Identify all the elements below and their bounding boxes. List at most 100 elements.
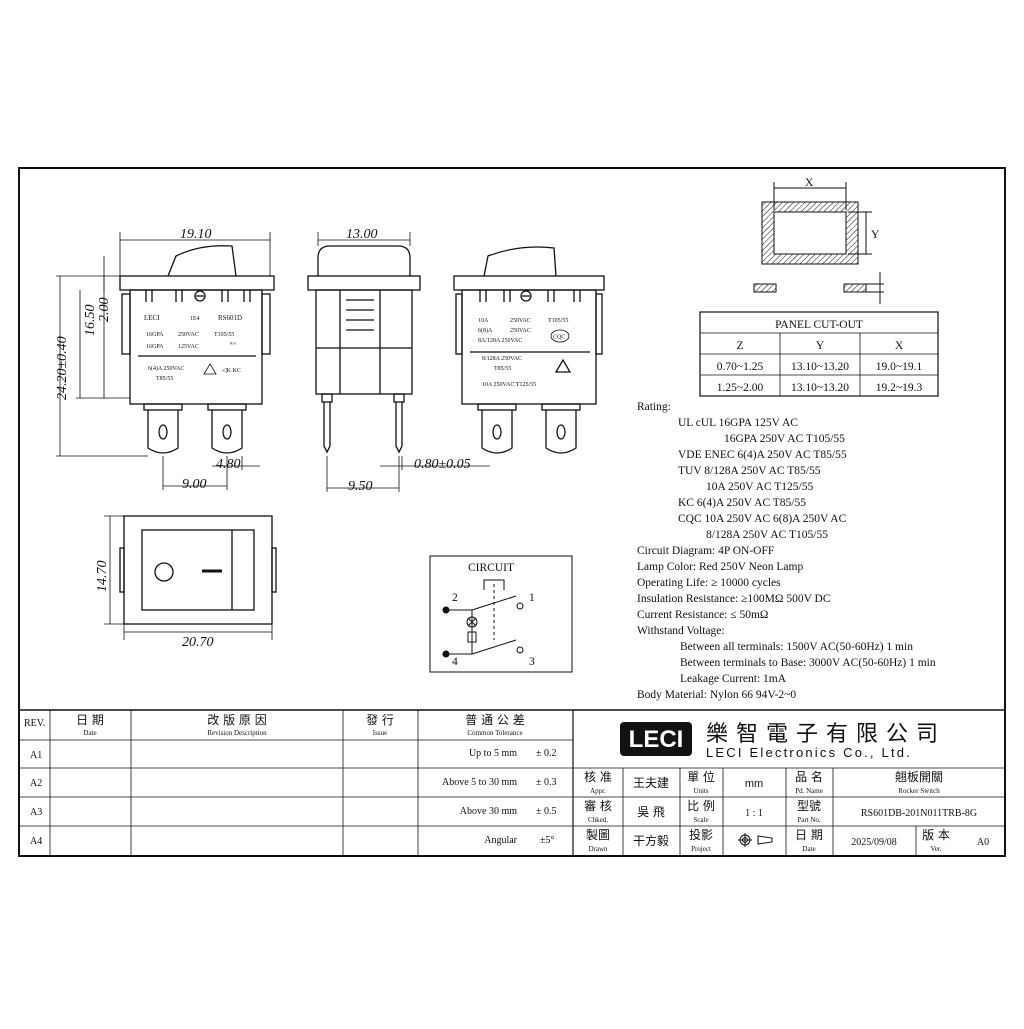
terminal-2: 2 bbox=[452, 592, 458, 604]
tolerance-label: Above 30 mm bbox=[460, 806, 517, 817]
panel-table-title: PANEL CUT-OUT bbox=[775, 319, 863, 331]
dim-13-00: 13.00 bbox=[346, 227, 378, 242]
panel-header-z: Z bbox=[736, 340, 743, 352]
tolerance-header-cn: 普 通 公 差 bbox=[465, 713, 524, 727]
front-l3: 6(4)A 250VAC bbox=[148, 365, 184, 372]
dim-9-00: 9.00 bbox=[182, 477, 207, 492]
tolerance-value: ± 0.2 bbox=[536, 748, 557, 759]
dim-9-50: 9.50 bbox=[348, 479, 373, 494]
units-value: mm bbox=[745, 778, 763, 790]
spec-line: 8/128A 250V AC T105/55 bbox=[706, 529, 828, 541]
spec-line: Insulation Resistance: ≥100MΩ 500V DC bbox=[637, 593, 831, 605]
back-l5: 8/128A 250VAC bbox=[482, 356, 522, 362]
dim-0-80: 0.80±0.05 bbox=[414, 457, 471, 472]
front-code: 1E4 bbox=[190, 316, 200, 322]
panel-cell: 13.10~13.20 bbox=[791, 361, 849, 373]
title-block-grid bbox=[19, 709, 1005, 856]
rev-row: A4 bbox=[30, 836, 42, 847]
spec-line: Lamp Color: Red 250V Neon Lamp bbox=[637, 561, 803, 573]
company-name-cn: 樂智電子有限公司 bbox=[706, 722, 946, 747]
appr-name: 王夫建 bbox=[633, 776, 669, 790]
back-l4: CQC bbox=[553, 335, 565, 341]
partno-label-en: Part No. bbox=[797, 816, 821, 824]
appr-label-en: Appr. bbox=[590, 787, 606, 795]
spec-line: CQC 10A 250V AC 6(8)A 250V AC bbox=[678, 513, 847, 525]
tolerance-label: Up to 5 mm bbox=[469, 748, 517, 759]
back-l6: T85/55 bbox=[494, 366, 511, 372]
back-l1b: 250VAC bbox=[510, 318, 531, 324]
side-view bbox=[307, 245, 421, 454]
panel-table bbox=[699, 311, 939, 397]
ver-label-cn: 版 本 bbox=[922, 828, 950, 842]
terminal-3: 3 bbox=[529, 656, 535, 668]
side-dim-lines bbox=[317, 232, 490, 492]
issue-header-en: Issue bbox=[373, 729, 387, 737]
panel-header-x: X bbox=[895, 340, 904, 352]
front-l2b: 125VAC bbox=[178, 344, 199, 350]
front-l1a: 16GPA bbox=[146, 332, 164, 338]
projection-symbol-icon bbox=[738, 833, 773, 847]
date2-label-en: Date bbox=[802, 845, 815, 853]
panel-cell: 1.25~2.00 bbox=[717, 382, 764, 394]
spec-line: Withstand Voltage: bbox=[637, 625, 725, 637]
dim-16-50: 16.50 bbox=[83, 305, 98, 337]
date-header-en: Date bbox=[83, 729, 96, 737]
rev-label: REV. bbox=[24, 718, 45, 729]
spec-line: Rating: bbox=[637, 401, 671, 413]
front-brand: LECI bbox=[144, 314, 160, 322]
date2-value: 2025/09/08 bbox=[851, 837, 897, 848]
partno-value: RS601DB-201N011TRB-8G bbox=[861, 808, 977, 819]
panel-cutout-diagram bbox=[753, 182, 884, 304]
revdesc-header-en: Revision Description bbox=[207, 729, 267, 737]
warning-triangle-icon bbox=[203, 363, 217, 375]
rev-row: A2 bbox=[30, 778, 42, 789]
scale-value: 1 : 1 bbox=[745, 808, 763, 819]
spec-line: Current Resistance: ≤ 50mΩ bbox=[637, 609, 768, 621]
specifications: Rating: UL cUL 16GPA 125V AC 16GPA 250V … bbox=[637, 401, 936, 701]
dim-19-10: 19.10 bbox=[180, 227, 212, 242]
back-view bbox=[453, 246, 605, 454]
back-l3: 8A/128A 250VAC bbox=[478, 338, 522, 344]
spec-line: TUV 8/128A 250V AC T85/55 bbox=[678, 465, 821, 477]
drawn-name: 干方毅 bbox=[633, 833, 669, 848]
circuit-title: CIRCUIT bbox=[468, 562, 514, 574]
terminal-4: 4 bbox=[452, 656, 458, 668]
rev-row: A1 bbox=[30, 750, 42, 761]
panel-header-y: Y bbox=[816, 340, 825, 352]
chkd-name: 吳 飛 bbox=[637, 805, 665, 819]
terminal-1: 1 bbox=[529, 592, 535, 604]
partno-label-cn: 型號 bbox=[797, 799, 821, 813]
tolerance-value: ± 0.3 bbox=[536, 777, 557, 788]
back-l2a: 6(8)A bbox=[478, 327, 493, 334]
appr-label-cn: 核 准 bbox=[584, 770, 612, 784]
scale-label-cn: 比 例 bbox=[687, 799, 715, 813]
panel-cell: 19.0~19.1 bbox=[876, 361, 923, 373]
tolerance-value: ± 0.5 bbox=[536, 806, 557, 817]
circuit-diagram bbox=[429, 555, 573, 673]
ul-mark-icon: ᴿᵁˢ bbox=[230, 342, 237, 348]
tolerance-value: ±5° bbox=[540, 835, 555, 846]
chkd-label-cn: 審 核 bbox=[584, 798, 612, 813]
issue-header-cn: 發 行 bbox=[366, 712, 394, 727]
spec-line: Between terminals to Base: 3000V AC(50-6… bbox=[680, 657, 936, 669]
front-l1c: T105/55 bbox=[214, 332, 234, 338]
spec-line: 16GPA 250V AC T105/55 bbox=[724, 433, 845, 445]
spec-line: VDE ENEC 6(4)A 250V AC T85/55 bbox=[678, 449, 847, 461]
panel-cell: 0.70~1.25 bbox=[717, 361, 764, 373]
company-logo-text: LECI bbox=[629, 726, 684, 753]
dim-2-00: 2.00 bbox=[97, 298, 112, 323]
front-l4: T85/55 bbox=[156, 376, 173, 382]
front-dim-lines bbox=[56, 232, 271, 490]
spec-line: Operating Life: ≥ 10000 cycles bbox=[637, 577, 781, 589]
dim-20-70: 20.70 bbox=[182, 635, 214, 650]
front-l1b: 250VAC bbox=[178, 332, 199, 338]
spec-line: Leakage Current: 1mA bbox=[680, 673, 787, 685]
front-view bbox=[119, 245, 275, 454]
spec-line: UL cUL 16GPA 125V AC bbox=[678, 417, 798, 429]
ver-value: A0 bbox=[977, 837, 989, 848]
panel-x-label: X bbox=[805, 177, 814, 189]
tolerance-label: Angular bbox=[484, 835, 517, 846]
company-logo bbox=[620, 722, 692, 756]
drawn-label-en: Drawn bbox=[588, 845, 608, 853]
